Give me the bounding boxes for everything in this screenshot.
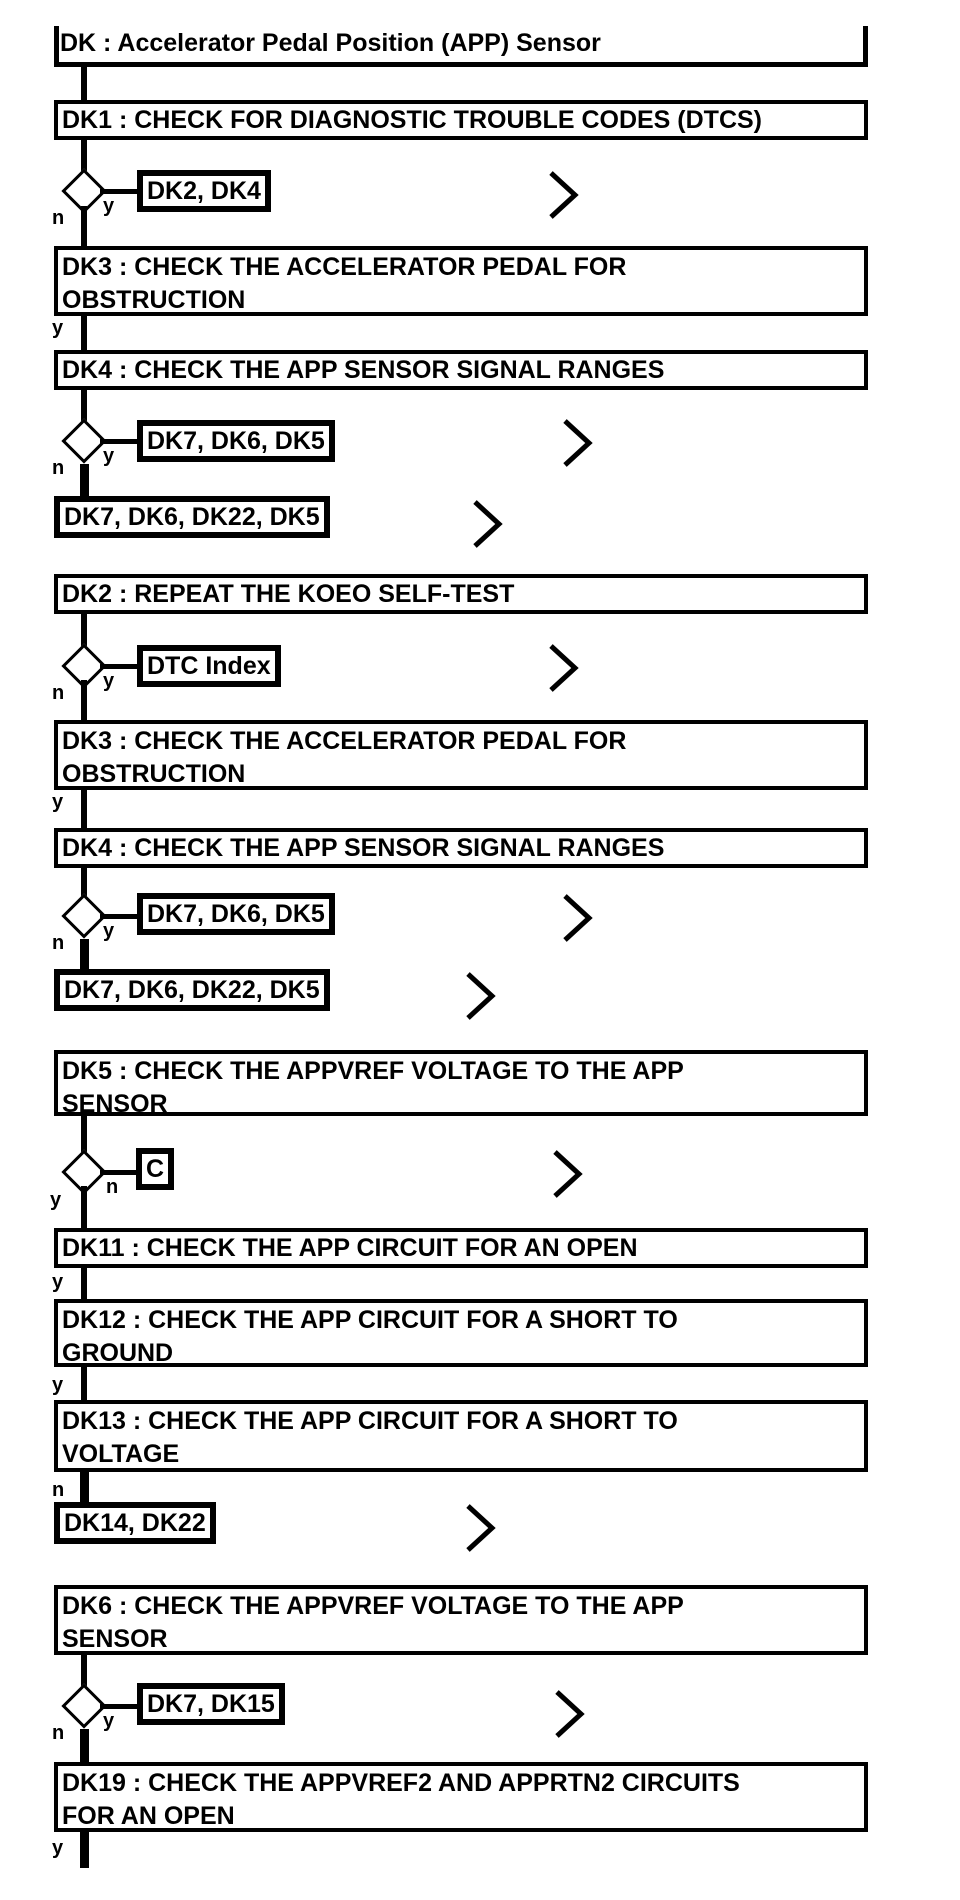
ref-box-dk7-dk6-dk5[interactable]: DK7, DK6, DK5	[137, 893, 335, 935]
branch-label-n: n	[106, 1176, 119, 1198]
connector-line	[81, 614, 87, 652]
branch-label-n: n	[52, 1722, 65, 1744]
ref-box-dk7-dk15[interactable]: DK7, DK15	[137, 1683, 285, 1725]
branch-label-y: y	[103, 920, 115, 942]
connector-line	[81, 390, 87, 426]
branch-label-y: y	[52, 1837, 64, 1859]
branch-label-y: y	[103, 1710, 115, 1732]
branch-label-y: y	[103, 195, 115, 217]
connector-line	[81, 1116, 87, 1156]
connector-line	[81, 1268, 87, 1299]
connector-line	[81, 1186, 87, 1228]
ref-box-dtc-index[interactable]: DTC Index	[137, 645, 281, 687]
ref-box-dk7-dk6-dk5[interactable]: DK7, DK6, DK5	[137, 420, 335, 462]
branch-label-n: n	[52, 1479, 65, 1501]
branch-label-y: y	[52, 791, 64, 813]
chevron-right-icon[interactable]	[546, 642, 580, 694]
step-box-dk19: DK19 : CHECK THE APPVREF2 AND APPRTN2 CI…	[54, 1762, 868, 1832]
connector-line	[81, 206, 87, 246]
chevron-right-icon[interactable]	[470, 498, 504, 550]
title-right-tick	[863, 26, 868, 67]
branch-label-n: n	[52, 207, 65, 229]
connector-line	[80, 1729, 89, 1762]
branch-label-y: y	[52, 1374, 64, 1396]
step-box-dk1: DK1 : CHECK FOR DIAGNOSTIC TROUBLE CODES…	[54, 100, 868, 140]
branch-label-y: y	[52, 317, 64, 339]
chevron-right-icon[interactable]	[552, 1688, 586, 1740]
step-box-dk11: DK11 : CHECK THE APP CIRCUIT FOR AN OPEN	[54, 1228, 868, 1268]
connector-line	[81, 67, 87, 100]
connector-line	[81, 1367, 87, 1400]
step-box-dk5: DK5 : CHECK THE APPVREF VOLTAGE TO THE A…	[54, 1050, 868, 1118]
branch-label-y: y	[50, 1189, 62, 1211]
connector-line	[81, 314, 87, 350]
ref-box-dk7-dk6-dk22-dk5[interactable]: DK7, DK6, DK22, DK5	[54, 969, 330, 1011]
page-title: DK : Accelerator Pedal Position (APP) Se…	[60, 29, 601, 57]
step-box-dk3: DK3 : CHECK THE ACCELERATOR PEDAL FOR OB…	[54, 720, 868, 790]
branch-line	[100, 189, 138, 194]
ref-box-dk7-dk6-dk22-dk5[interactable]: DK7, DK6, DK22, DK5	[54, 496, 330, 538]
step-box-dk4: DK4 : CHECK THE APP SENSOR SIGNAL RANGES	[54, 350, 868, 390]
branch-label-y: y	[103, 670, 115, 692]
step-box-dk6: DK6 : CHECK THE APPVREF VOLTAGE TO THE A…	[54, 1585, 868, 1655]
ref-box-dk2-dk4[interactable]: DK2, DK4	[137, 170, 271, 212]
connector-line	[80, 464, 89, 496]
connector-line	[81, 680, 87, 720]
connector-line	[80, 939, 89, 969]
connector-line	[81, 788, 87, 828]
branch-label-n: n	[52, 457, 65, 479]
connector-line	[80, 1472, 89, 1502]
step-box-dk13: DK13 : CHECK THE APP CIRCUIT FOR A SHORT…	[54, 1400, 868, 1472]
branch-label-y: y	[52, 1271, 64, 1293]
branch-line	[100, 1704, 138, 1709]
connector-line	[81, 1655, 87, 1690]
branch-label-y: y	[103, 445, 115, 467]
step-box-dk3: DK3 : CHECK THE ACCELERATOR PEDAL FOR OB…	[54, 246, 868, 316]
branch-label-n: n	[52, 682, 65, 704]
branch-line	[100, 439, 138, 444]
step-box-dk4: DK4 : CHECK THE APP SENSOR SIGNAL RANGES	[54, 828, 868, 868]
ref-box-dk14-dk22[interactable]: DK14, DK22	[54, 1502, 216, 1544]
chevron-right-icon[interactable]	[550, 1148, 584, 1200]
title-left-tick	[54, 26, 59, 67]
branch-line	[100, 664, 138, 669]
connector-line	[80, 1832, 89, 1868]
step-box-dk2: DK2 : REPEAT THE KOEO SELF-TEST	[54, 574, 868, 614]
ref-box-c[interactable]: C	[136, 1148, 175, 1190]
step-box-dk12: DK12 : CHECK THE APP CIRCUIT FOR A SHORT…	[54, 1299, 868, 1367]
chevron-right-icon[interactable]	[546, 169, 580, 221]
chevron-right-icon[interactable]	[560, 892, 594, 944]
branch-line	[100, 914, 138, 919]
chevron-right-icon[interactable]	[463, 1502, 497, 1554]
chevron-right-icon[interactable]	[560, 417, 594, 469]
connector-line	[81, 868, 87, 902]
title-underline	[54, 62, 868, 67]
connector-line	[81, 140, 87, 178]
branch-line	[100, 1170, 138, 1175]
branch-label-n: n	[52, 932, 65, 954]
chevron-right-icon[interactable]	[463, 970, 497, 1022]
